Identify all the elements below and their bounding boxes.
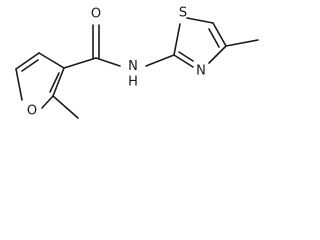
- atom-h-amide-glyph: N: [128, 59, 138, 74]
- furan-bond-c4-c3: [38, 52, 65, 69]
- atom-n-amide: N: [128, 59, 138, 74]
- thiazole-bond-c4-n: [208, 45, 227, 64]
- thiazole-bond-c5-c4: [212, 22, 227, 47]
- molecule-structure: O O N S N H: [15, 6, 259, 119]
- furan-bond-c3-c2: [52, 67, 65, 97]
- thiazole-bond-s-c5: [186, 17, 214, 24]
- atom-s-thiazole: S: [179, 6, 187, 21]
- furan-bond-c5-c4: [15, 52, 40, 70]
- thiazole-bond-c2-s: [173, 23, 181, 56]
- atom-n-thiazole: N: [196, 64, 206, 79]
- furan-bond-c3-c2-inner: [49, 72, 60, 93]
- bond-c3-carbonyl: [63, 57, 97, 69]
- furan-bond-o-c5: [15, 68, 23, 101]
- atom-h-amide: H: [128, 75, 138, 90]
- atom-o-carbonyl: O: [91, 7, 101, 22]
- thiazole-ring: [173, 17, 227, 68]
- bond-carbonyl-n: [95, 57, 121, 67]
- furan-methyl-bond: [52, 95, 79, 119]
- furan-bond-c5-c4-inner: [21, 59, 39, 72]
- bond-n-thiazole: [145, 54, 175, 67]
- thiazole-bond-c5-c4-inner: [208, 28, 220, 48]
- furan-ring: [15, 52, 65, 109]
- furan-bond-c2-o: [41, 95, 54, 109]
- thiazole-bond-n-c2: [173, 54, 194, 68]
- thiazole-bond-n-c2-inner: [178, 51, 194, 62]
- atom-o-furan: O: [27, 104, 37, 119]
- thiazole-methyl-bond: [225, 39, 259, 47]
